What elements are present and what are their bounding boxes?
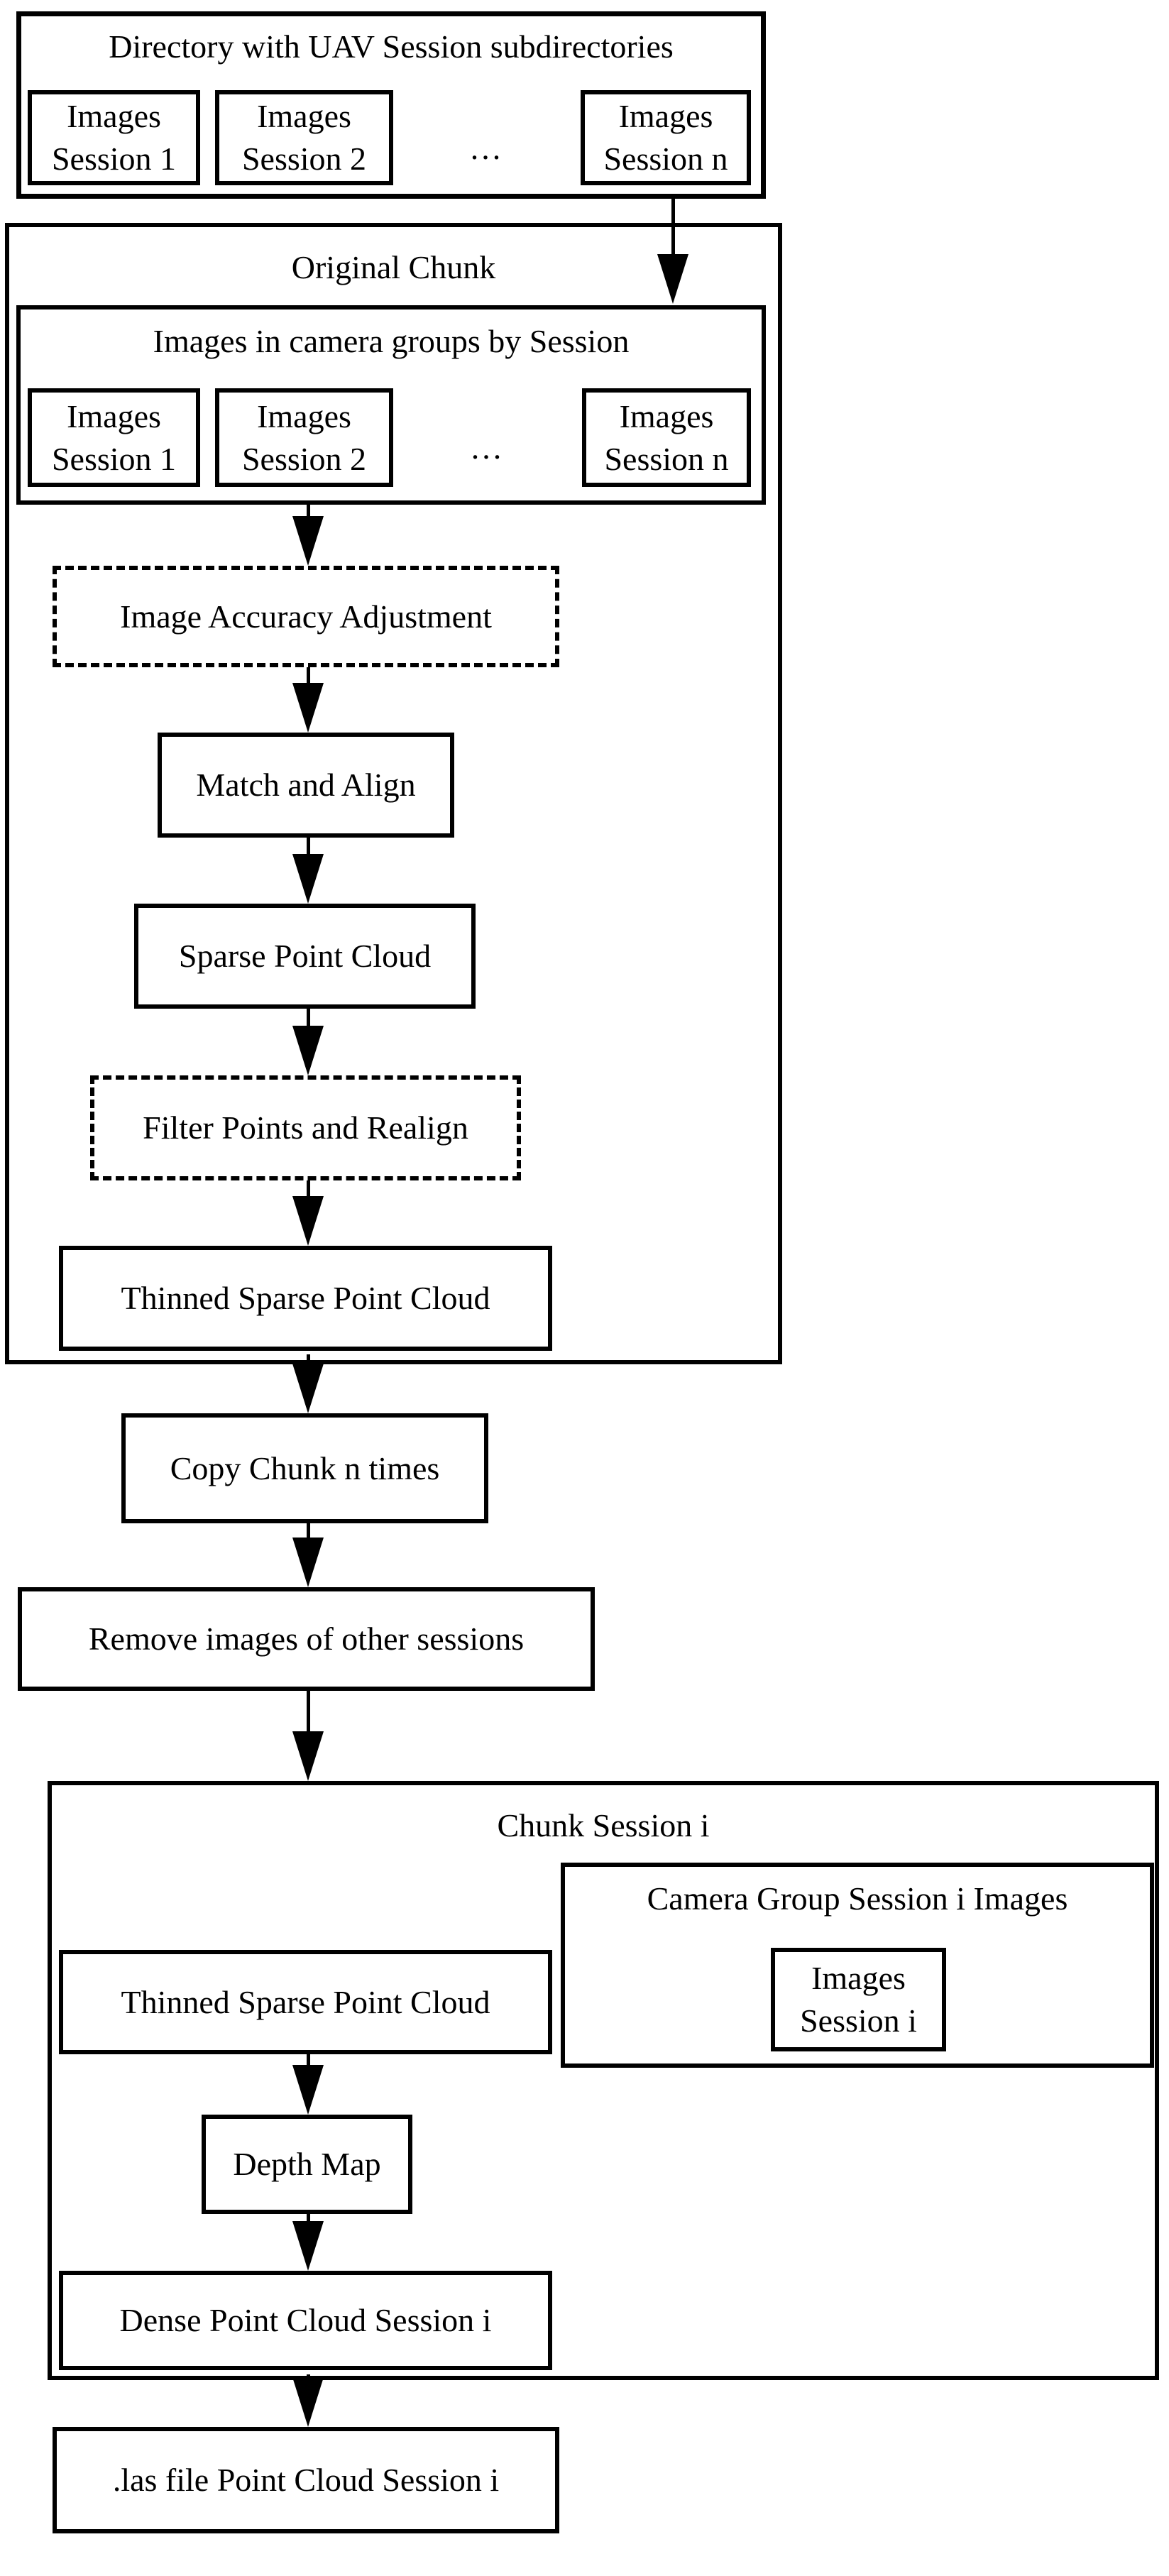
chunk-session-n-label: Images Session n xyxy=(604,398,729,477)
arrowhead-icon xyxy=(292,516,324,566)
arrowhead-icon xyxy=(292,1364,324,1413)
chunk-session-1-box: Images Session 1 xyxy=(28,388,200,487)
arrow-copy-to-remove xyxy=(292,1523,324,1587)
arrow-line xyxy=(306,1180,310,1196)
arrowhead-icon xyxy=(292,854,324,904)
image-accuracy-adjustment-label: Image Accuracy Adjustment xyxy=(120,598,492,635)
thinned-sparse-point-cloud-session-label: Thinned Sparse Point Cloud xyxy=(121,1983,490,2020)
dense-point-cloud-box: Dense Point Cloud Session i xyxy=(59,2271,552,2370)
dense-point-cloud-label: Dense Point Cloud Session i xyxy=(119,2302,492,2339)
camera-group-session-i-title: Camera Group Session i Images xyxy=(647,1880,1068,1917)
arrowhead-icon xyxy=(292,2221,324,2271)
thinned-sparse-point-cloud-label: Thinned Sparse Point Cloud xyxy=(121,1280,490,1317)
arrow-line xyxy=(306,838,310,854)
arrow-thinned-to-depth xyxy=(292,2054,324,2115)
chunk-session-ellipsis: ... xyxy=(471,429,505,466)
arrow-line xyxy=(306,2214,310,2221)
arrow-line xyxy=(306,2374,310,2377)
arrowhead-icon xyxy=(292,1026,324,1075)
top-session-n-box: Images Session n xyxy=(581,90,751,185)
arrow-remove-to-session xyxy=(292,1691,324,1781)
depth-map-box: Depth Map xyxy=(202,2115,412,2214)
arrowhead-icon xyxy=(292,683,324,733)
arrow-match-to-sparse xyxy=(292,838,324,904)
chunk-session-i-group-box: Chunk Session i Camera Group Session i I… xyxy=(48,1781,1159,2380)
top-session-ellipsis: ... xyxy=(470,129,504,166)
arrow-sparse-to-filter xyxy=(292,1009,324,1075)
arrow-chunk-to-copy xyxy=(292,1354,324,1413)
copy-chunk-label: Copy Chunk n times xyxy=(170,1449,440,1486)
arrow-line xyxy=(306,667,310,683)
arrow-depth-to-dense xyxy=(292,2214,324,2271)
original-chunk-title: Original Chunk xyxy=(291,249,496,285)
camera-group-session-i-box: Camera Group Session i Images Images Ses… xyxy=(561,1863,1154,2068)
arrow-line xyxy=(306,1523,310,1538)
arrowhead-icon xyxy=(292,2065,324,2115)
top-session-2-label: Images Session 2 xyxy=(241,98,367,177)
images-session-i-box: Images Session i xyxy=(771,1948,946,2051)
chunk-session-i-title: Chunk Session i xyxy=(497,1807,710,1843)
arrow-session-to-las xyxy=(292,2374,324,2427)
thinned-sparse-point-cloud-session-box: Thinned Sparse Point Cloud xyxy=(59,1950,552,2054)
thinned-sparse-point-cloud-box: Thinned Sparse Point Cloud xyxy=(59,1246,552,1351)
original-chunk-group-box: Original Chunk Images in camera groups b… xyxy=(5,223,782,1364)
arrow-line xyxy=(306,2054,310,2065)
top-session-2-box: Images Session 2 xyxy=(215,90,393,185)
top-session-1-box: Images Session 1 xyxy=(28,90,200,185)
image-accuracy-adjustment-box: Image Accuracy Adjustment xyxy=(53,566,559,667)
arrowhead-icon xyxy=(292,1538,324,1587)
chunk-session-2-box: Images Session 2 xyxy=(215,388,393,487)
las-file-label: .las file Point Cloud Session i xyxy=(112,2462,500,2499)
arrow-line xyxy=(306,505,310,516)
arrow-line xyxy=(306,1354,310,1364)
arrowhead-icon xyxy=(292,1196,324,1246)
arrow-camera-groups-to-accuracy xyxy=(292,505,324,566)
copy-chunk-box: Copy Chunk n times xyxy=(121,1413,488,1523)
chunk-session-n-box: Images Session n xyxy=(582,388,751,487)
arrow-line xyxy=(671,199,675,254)
remove-images-label: Remove images of other sessions xyxy=(88,1621,525,1657)
camera-groups-box: Images in camera groups by Session Image… xyxy=(16,305,766,505)
remove-images-box: Remove images of other sessions xyxy=(18,1587,595,1691)
top-session-n-label: Images Session n xyxy=(603,98,728,177)
las-file-box: .las file Point Cloud Session i xyxy=(53,2427,559,2533)
chunk-session-2-label: Images Session 2 xyxy=(241,398,367,477)
sparse-point-cloud-label: Sparse Point Cloud xyxy=(178,938,432,975)
directory-group-title: Directory with UAV Session subdirectorie… xyxy=(109,28,674,65)
top-session-1-label: Images Session 1 xyxy=(51,98,177,177)
arrowhead-icon xyxy=(657,254,688,304)
images-session-i-label: Images Session i xyxy=(800,1960,917,2039)
arrow-accuracy-to-match xyxy=(292,667,324,733)
arrow-line xyxy=(306,1691,310,1731)
camera-groups-title: Images in camera groups by Session xyxy=(153,323,630,359)
filter-points-realign-box: Filter Points and Realign xyxy=(90,1075,521,1180)
sparse-point-cloud-box: Sparse Point Cloud xyxy=(134,904,476,1009)
match-and-align-box: Match and Align xyxy=(158,733,454,838)
arrow-directory-to-camera-groups xyxy=(657,199,688,304)
match-and-align-label: Match and Align xyxy=(196,767,416,804)
directory-group-box: Directory with UAV Session subdirectorie… xyxy=(16,11,766,199)
filter-points-realign-label: Filter Points and Realign xyxy=(143,1109,468,1146)
depth-map-label: Depth Map xyxy=(233,2146,381,2183)
arrow-filter-to-thinned xyxy=(292,1180,324,1246)
arrowhead-icon xyxy=(292,2377,324,2427)
arrow-line xyxy=(306,1009,310,1026)
arrowhead-icon xyxy=(292,1731,324,1781)
chunk-session-1-label: Images Session 1 xyxy=(51,398,177,477)
